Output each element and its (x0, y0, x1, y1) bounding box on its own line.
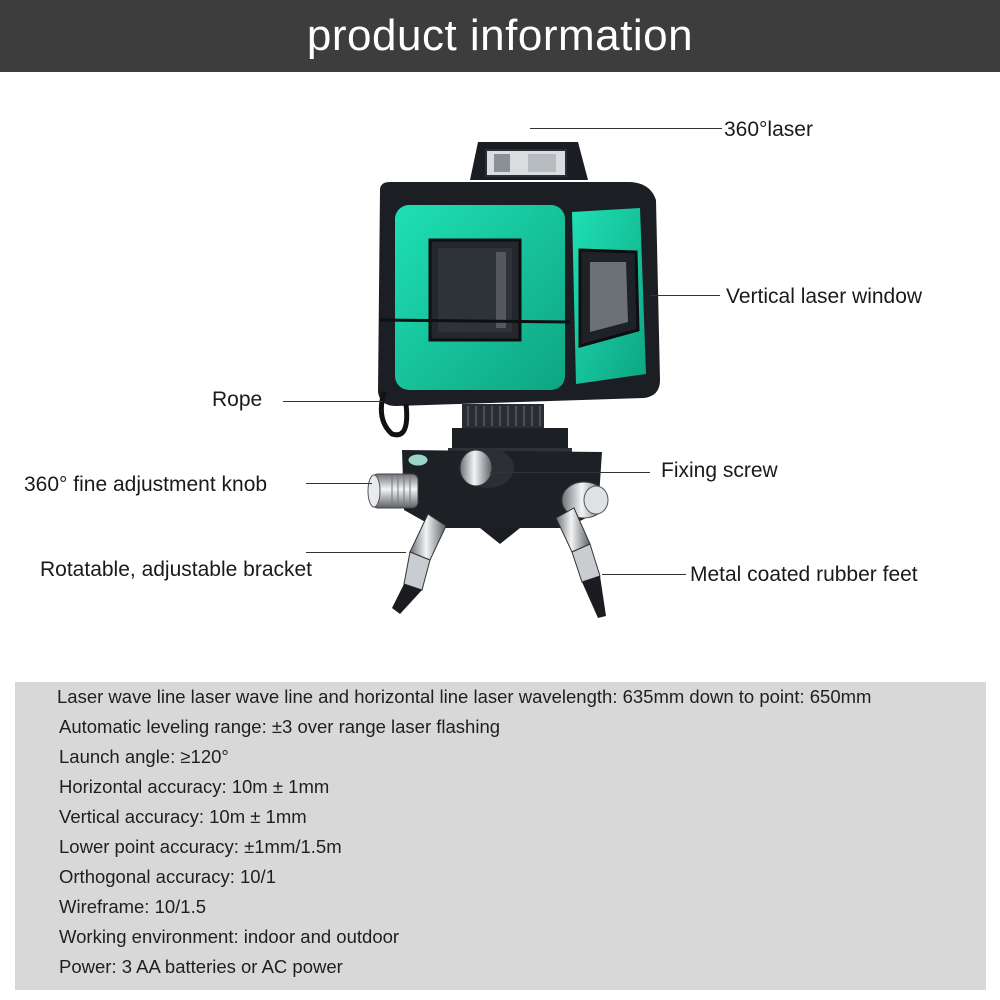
tripod-bracket (402, 450, 602, 544)
callout-vertical-window: Vertical laser window (726, 285, 923, 308)
spec-line: Vertical accuracy: 10m ± 1mm (59, 806, 307, 827)
right-leg (555, 507, 606, 618)
spec-line: Working environment: indoor and outdoor (59, 926, 400, 947)
fixing-screw-knob (459, 448, 514, 488)
leader-line-fine-knob (306, 483, 372, 484)
laser-level-illustration (367, 142, 660, 618)
leader-line-360-laser (530, 128, 722, 129)
leader-line-rubber-feet (602, 574, 686, 575)
leader-line-fixing-screw (490, 472, 650, 473)
product-illustration-area: 360°laser Vertical laser window Rope 360… (0, 72, 1000, 672)
spec-line: Orthogonal accuracy: 10/1 (59, 866, 276, 887)
callout-rubber-feet: Metal coated rubber feet (690, 563, 918, 586)
spec-line: Power: 3 AA batteries or AC power (59, 956, 343, 977)
leader-line-bracket (306, 552, 406, 553)
callout-fixing-screw: Fixing screw (661, 459, 778, 482)
rope-illustration (378, 391, 410, 438)
spec-line: Wireframe: 10/1.5 (59, 896, 207, 917)
page-title: product information (306, 11, 694, 60)
leader-line-vertical-window (650, 295, 720, 296)
spec-line: Automatic leveling range: ±3 over range … (59, 716, 501, 737)
spec-line: Horizontal accuracy: 10m ± 1mm (59, 776, 330, 797)
specifications-panel: Laser wave line laser wave line and hori… (15, 682, 986, 990)
fine-adjustment-knob (367, 473, 419, 509)
laser-body (378, 182, 660, 406)
callout-bracket: Rotatable, adjustable bracket (40, 558, 313, 581)
spec-line: Laser wave line laser wave line and hori… (57, 686, 872, 707)
callout-fine-knob: 360° fine adjustment knob (24, 473, 268, 496)
spec-line: Launch angle: ≥120° (59, 746, 229, 767)
callout-rope: Rope (212, 388, 263, 411)
header-banner: product information (0, 0, 1000, 72)
left-leg (392, 513, 447, 614)
callout-360-laser: 360°laser (724, 118, 813, 141)
leader-line-rope (283, 401, 383, 402)
spec-line: Lower point accuracy: ±1mm/1.5m (59, 836, 342, 857)
